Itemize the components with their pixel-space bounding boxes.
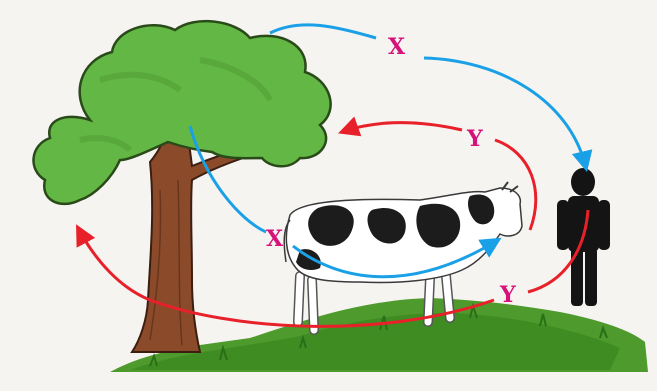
grass (110, 298, 648, 372)
label-y-top: Y (466, 126, 483, 152)
tree-canopy (32, 19, 332, 206)
y-arrow-top (338, 116, 463, 137)
label-y-bottom: Y (499, 282, 516, 308)
y-arrow-bottom (76, 224, 495, 328)
x-arrow-middle (188, 125, 498, 279)
x-arrow-top (269, 23, 586, 168)
y-arrow-top-tail (494, 138, 538, 231)
y-arrow-bottom-tail (527, 209, 590, 294)
tree (32, 19, 332, 353)
label-x-middle: X (266, 226, 284, 252)
label-x-top: X (388, 34, 406, 60)
